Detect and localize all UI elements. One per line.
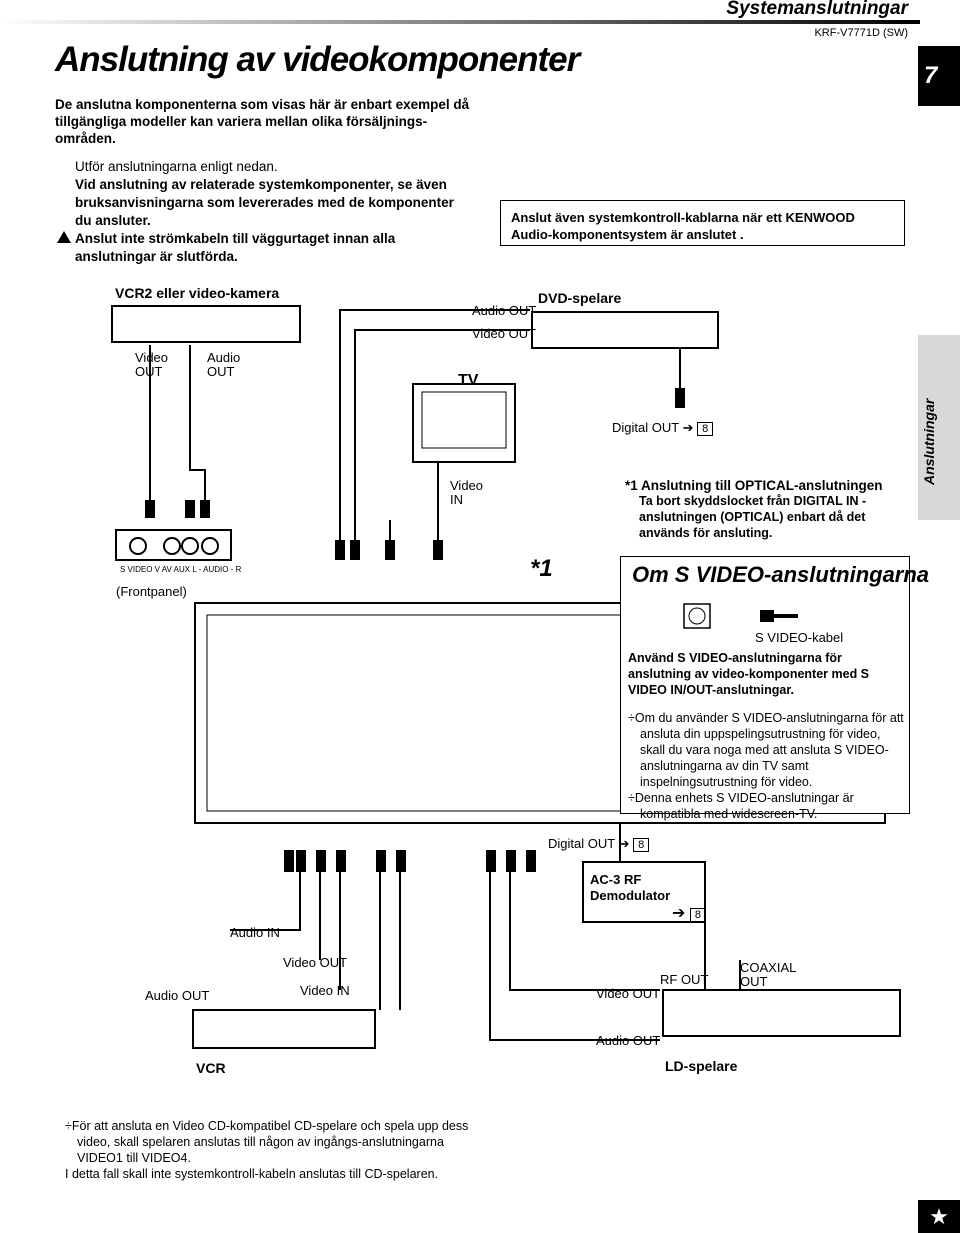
optical-note: *1 Anslutning till OPTICAL-anslutningen … [625,478,915,541]
ld-player-device [662,989,901,1037]
dvd-digital-out-label: Digital OUT ➔ 8 [612,420,714,436]
vcr2-video-label: Video [135,350,169,365]
steps-block: Utför anslutningarna enligt nedan. Vid a… [57,158,465,266]
ld-rf-out-label: RF OUT [660,972,709,987]
warning-icon [57,231,71,243]
footnote-line-2: I detta fall skall inte systemkontroll-k… [65,1167,439,1181]
dvd-video-out-label: Video OUT [472,326,537,341]
ld-coaxial-label: COAXIAL [740,960,797,975]
vcr-video-out-label: Video OUT [283,955,348,970]
svideo-list: ÷Om du använder S VIDEO-anslutningarna f… [628,710,904,822]
vcr-label: VCR [196,1060,226,1076]
section-title: Systemanslutningar [726,0,908,19]
svideo-box [620,556,910,814]
svideo-cable-icon [683,603,798,629]
asterisk-marker: *1 [530,555,553,582]
dvd-device [531,311,719,349]
system-control-note: Anslut även systemkontroll-kablarna när … [500,200,905,246]
svideo-usage-text: Använd S VIDEO-anslutningarna för anslut… [628,651,870,697]
vcr2-out-label-1: OUT [135,364,163,379]
tv-device [412,383,516,463]
ld-audio-out-label: Audio OUT [596,1033,661,1048]
audio-in-label: Audio IN [230,925,280,940]
svideo-list-item: ÷Denna enhets S VIDEO-anslutningar är ko… [628,791,854,821]
ld-out-label: OUT [740,974,768,989]
front-panel-jacks [115,529,232,561]
svideo-list-item: ÷Om du använder S VIDEO-anslutningarna f… [628,711,904,789]
page-number-tab: 7 [918,46,960,106]
optical-note-body: Ta bort skyddslocket från DIGITAL IN - a… [639,494,867,540]
vcr-audio-out-label: Audio OUT [145,988,210,1003]
tv-label: TV [458,372,479,389]
ac3-label-1: AC-3 RF [590,872,642,887]
header-bar [0,0,960,22]
tv-video-label: Video [450,478,484,493]
side-tab: Anslutningar [918,335,960,520]
svideo-title: Om S VIDEO-anslutningarna [632,562,930,587]
vcr2-device [111,305,301,343]
star-icon: ★ [918,1200,960,1233]
footnote: ÷För att ansluta en Video CD-kompatibel … [65,1118,485,1182]
frontpanel-label: (Frontpanel) [116,584,187,599]
vcr2-audio-label: Audio [207,350,241,365]
vcr-video-in-label: Video IN [300,983,350,998]
ld-video-out-label: Video OUT [596,986,661,1001]
dvd-label: DVD-spelare [538,290,622,306]
optical-note-heading: *1 Anslutning till OPTICAL-anslutningen [625,478,883,493]
model-number: KRF-V7771D (SW) [814,27,908,39]
ac3-label-2: Demodulator [590,888,671,903]
ac3-demodulator-device [582,861,706,923]
vcr-device [192,1009,376,1049]
dvd-audio-out-label: Audio OUT [472,303,537,318]
footnote-line-1: ÷För att ansluta en Video CD-kompatibel … [65,1119,469,1165]
header-rule [0,20,920,24]
tv-in-label: IN [450,492,463,507]
front-jack-labels: S VIDEO V AV AUX L - AUDIO - R [120,565,242,574]
ac3-ref: ➔ 8 [672,903,706,923]
vcr2-out-label-2: OUT [207,364,235,379]
intro-text: De anslutna komponenterna som visas här … [55,97,470,146]
vcr2-label: VCR2 eller video-kamera [115,285,280,301]
ld-label: LD-spelare [665,1058,738,1074]
page-title: Anslutning av videokomponenter [55,40,580,79]
step-line-2: Vid anslutning av relaterade systemkompo… [75,177,454,228]
step-line-3: Anslut inte strömkabeln till väggurtaget… [57,230,465,266]
ac3-digital-out-label: Digital OUT ➔ 8 [548,836,650,852]
step-line-1: Utför anslutningarna enligt nedan. [75,159,278,174]
svideo-cable-label: S VIDEO-kabel [755,630,844,645]
